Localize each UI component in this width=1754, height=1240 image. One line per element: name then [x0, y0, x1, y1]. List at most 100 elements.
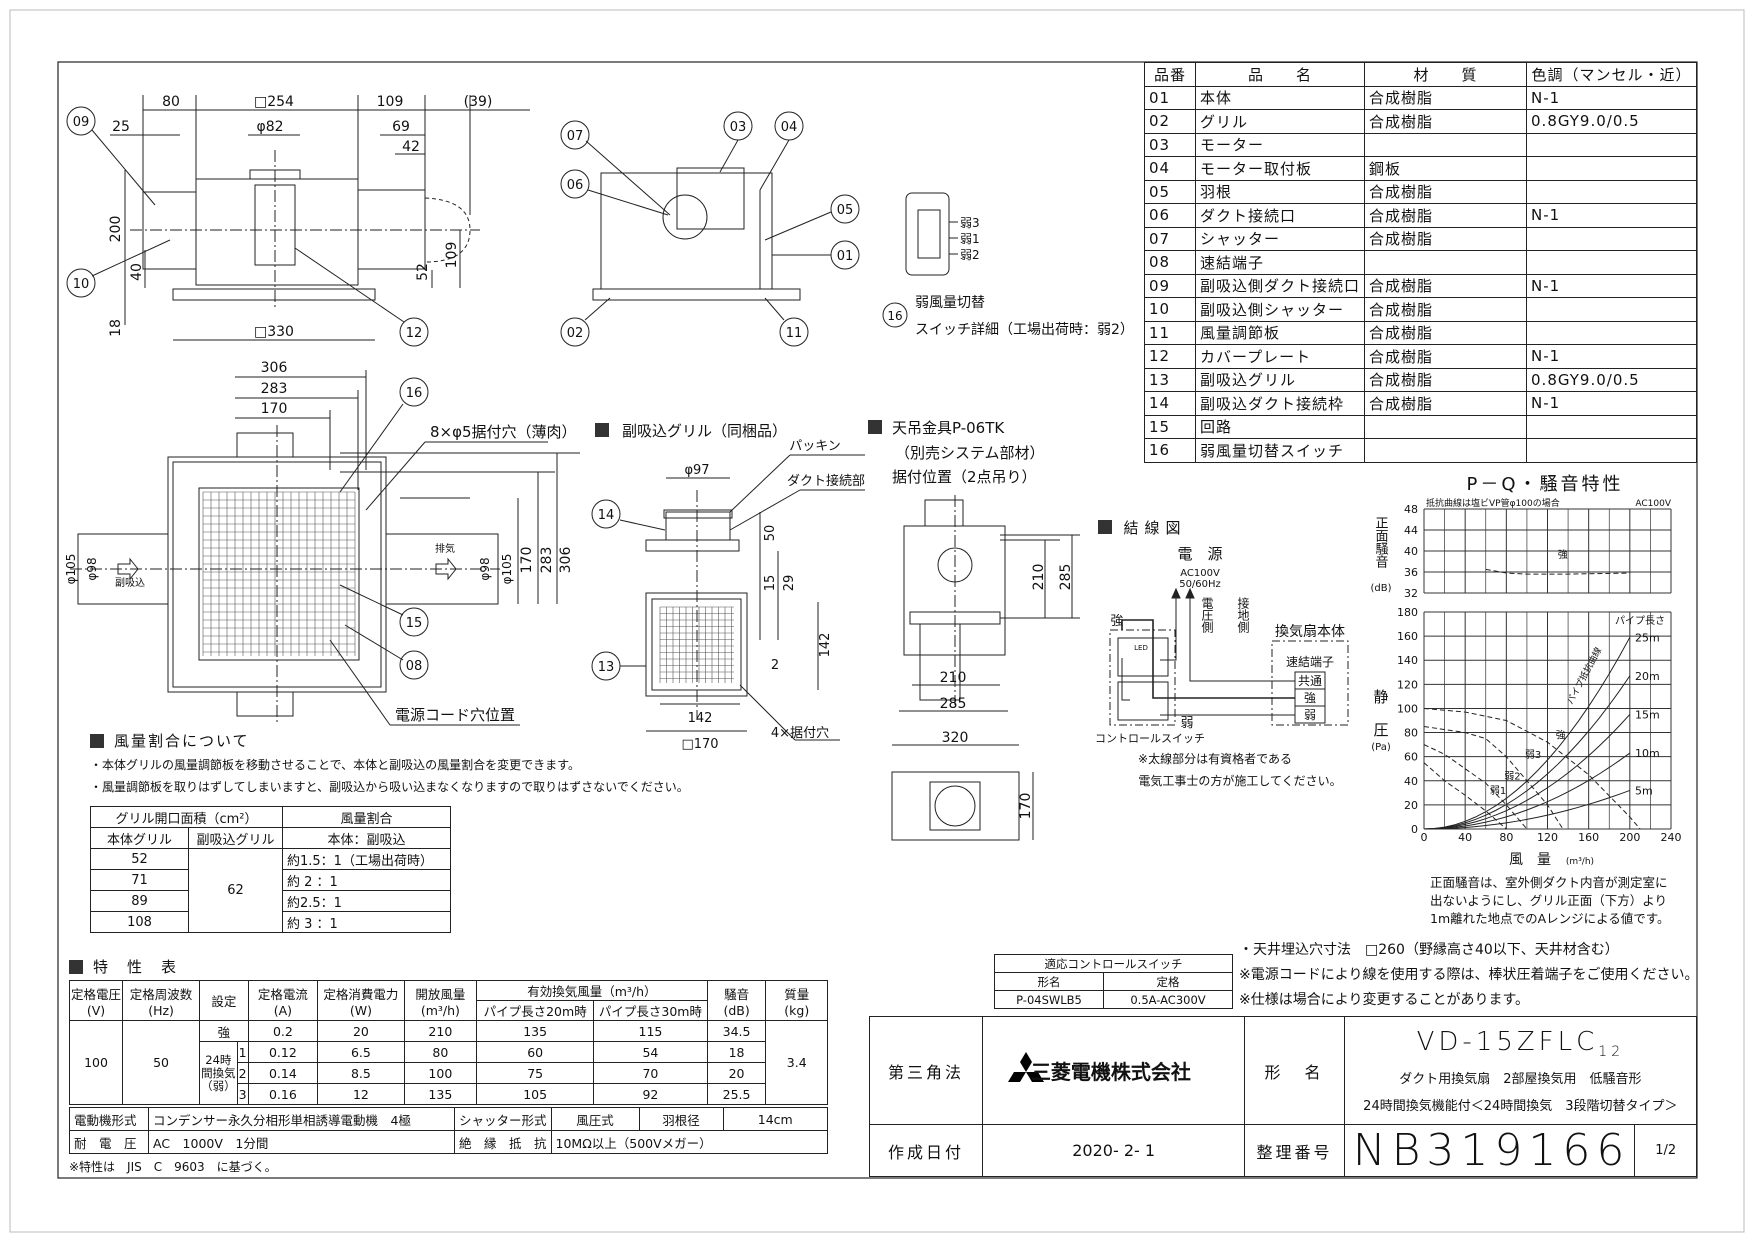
wind-ratio-bullet-2: ・風量調節板を取りはずしてしまいますと、副吸込から吸い込まなくなりますので取りは…	[90, 780, 689, 794]
power-voltage: AC100V	[1180, 568, 1220, 579]
part-color	[1526, 320, 1697, 345]
blade-label: 羽根径	[638, 1107, 724, 1131]
resistance-label: 25m	[1635, 631, 1660, 644]
shutter-label: シャッター形式	[454, 1107, 552, 1131]
dim-82: φ82	[256, 119, 283, 135]
spec-cell: 75	[476, 1062, 595, 1084]
pressure-ylabel-1: 静	[1373, 688, 1388, 706]
spec-cell: 100	[403, 1062, 478, 1084]
spec-cell: 18	[706, 1041, 767, 1063]
ratio-main-3: 108	[90, 911, 189, 933]
number-label: 整理番号	[1244, 1124, 1345, 1177]
part-color: N-1	[1526, 85, 1697, 110]
creation-date: 2020- 2- 1	[981, 1124, 1246, 1177]
pq-noise-chart: P－Q・騒音特性 抵抗曲線は塩ビVP管φ100の場合 AC100V 正面騒音 (…	[1370, 474, 1681, 926]
wiring-note-1: ※太線部分は有資格者である	[1138, 751, 1292, 766]
header-sub-grille: 副吸込グリル	[188, 827, 283, 849]
part-number: 01	[1144, 85, 1196, 110]
terminal-label: 速結端子	[1286, 655, 1334, 669]
pressure-y-tick: 120	[1397, 678, 1418, 691]
plan-view: 306 283 170 8×φ5据付穴（薄肉） 電源コード穴位置 φ105 φ9…	[64, 360, 580, 726]
noise-series	[1485, 568, 1630, 575]
part-name: 副吸込側シャッター	[1194, 297, 1366, 322]
part-name: 本体	[1194, 85, 1366, 110]
h-noise: 騒音(dB)	[706, 980, 767, 1021]
part-number: 04	[1144, 156, 1196, 181]
pressure-y-tick: 160	[1397, 630, 1418, 643]
callout-01: 01	[837, 249, 854, 264]
fan-curve	[1423, 744, 1528, 830]
holes-label: 4×据付穴	[771, 726, 829, 741]
pressure-y-tick: 180	[1397, 606, 1418, 619]
chart-caption-1: 正面騒音は、室外側ダクト内音が測定室に	[1430, 875, 1668, 890]
part-name: シャッター	[1194, 226, 1366, 251]
x-tick: 160	[1578, 831, 1599, 844]
part-material: 合成樹脂	[1364, 109, 1528, 134]
ctrl-model: P-04SWLB5	[994, 990, 1104, 1009]
part-material	[1364, 438, 1528, 463]
part-color: N-1	[1526, 273, 1697, 298]
part-material: 合成樹脂	[1364, 273, 1528, 298]
callout-09: 09	[73, 115, 90, 130]
ratio-value-0: 約1.5：1（工場出荷時）	[282, 848, 451, 870]
dim-right-98: φ98	[478, 557, 492, 580]
part-color: N-1	[1526, 391, 1697, 416]
spec-cell: 3	[236, 1083, 249, 1105]
power-frequency: 50/60Hz	[1179, 579, 1221, 590]
chart-xunit: (m³/h)	[1566, 857, 1594, 867]
hanger-heading-2: （別売システム部材）	[895, 444, 1045, 462]
callout-15: 15	[406, 616, 423, 631]
hanger-dim-285-v: 285	[1058, 564, 1074, 591]
hanger-dim-285: 285	[940, 696, 967, 712]
noise-y-tick: 44	[1404, 524, 1418, 537]
part-number: 11	[1144, 320, 1196, 345]
wiring-heading: 結線図	[1123, 519, 1186, 537]
model-number: VD-15ZFLC	[1416, 1026, 1599, 1057]
terminal-strong: 強	[1304, 691, 1316, 705]
spec-cell: 12	[317, 1083, 405, 1105]
dim-69: 69	[392, 119, 410, 135]
fan-curve-label: 弱1	[1490, 785, 1506, 797]
body	[195, 178, 359, 286]
ctrl-rating: 0.5A-AC300V	[1103, 990, 1233, 1009]
ratio-main-0: 52	[90, 848, 189, 870]
h-pipe30: パイプ長さ30m時	[593, 1000, 708, 1021]
part-material: 材 質	[1364, 62, 1528, 87]
chart-caption-3: 1m離れた地点でのAレンジによる値です。	[1430, 911, 1670, 926]
callout-07: 07	[567, 129, 584, 144]
part-material: 合成樹脂	[1364, 179, 1528, 204]
part-name: ダクト接続口	[1194, 203, 1366, 228]
spec-cell: 20	[317, 1020, 405, 1042]
noise-y-tick: 40	[1404, 545, 1418, 558]
led-label: LED	[1134, 644, 1148, 652]
part-material	[1364, 414, 1528, 439]
dim-170: 170	[261, 401, 288, 417]
dim-306: 306	[261, 360, 288, 376]
ctrl-col-model: 形名	[994, 972, 1104, 991]
part-name: モーター取付板	[1194, 156, 1366, 181]
dim-254: □254	[254, 94, 294, 110]
dim-200: 200	[108, 216, 124, 243]
dim-170-square: □170	[681, 737, 718, 752]
part-color: 色調（マンセル・近）	[1526, 62, 1697, 87]
wind-ratio-bullet-1: ・本体グリルの風量調節板を移動させることで、本体と副吸込の風量割合を変更できます…	[90, 758, 580, 772]
hanger-dim-170: 170	[1018, 793, 1034, 820]
header-area: グリル開口面積（cm²）	[90, 806, 283, 828]
part-material: 合成樹脂	[1364, 203, 1528, 228]
switch-pos-weak1: 弱1	[960, 232, 980, 246]
part-number: 07	[1144, 226, 1196, 251]
part-color	[1526, 156, 1697, 181]
pressure-y-tick: 0	[1411, 823, 1418, 836]
part-number: 05	[1144, 179, 1196, 204]
cord-hole-label: 電源コード穴位置	[395, 706, 515, 724]
x-tick: 120	[1537, 831, 1558, 844]
hanger-dim-320: 320	[942, 730, 969, 746]
part-number: 10	[1144, 297, 1196, 322]
ratio-main-2: 89	[90, 890, 189, 912]
h-mass: 質量(kg)	[765, 980, 828, 1021]
